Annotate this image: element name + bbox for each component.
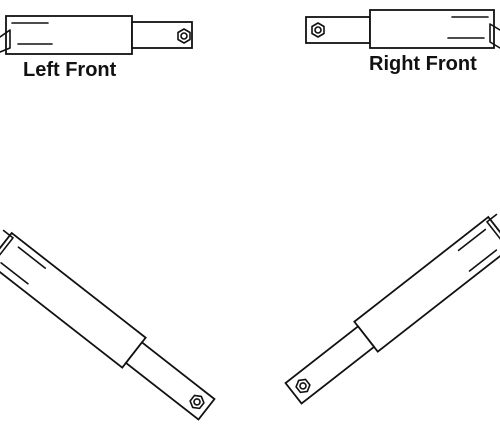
left-rear-leg <box>0 229 216 421</box>
left-rear-inner-tube <box>124 341 216 421</box>
left-front-outer-tube <box>5 15 133 55</box>
left-rear-bracket <box>0 229 14 264</box>
left-front-bracket <box>0 29 11 53</box>
left-front-leg <box>0 15 193 55</box>
right-rear-nut <box>295 378 311 394</box>
right-front-label: Right Front <box>369 53 477 75</box>
right-front-outer-tube <box>369 9 495 49</box>
right-front-nut <box>311 22 325 38</box>
right-rear-slot-top <box>468 249 498 272</box>
right-rear-slot-bottom <box>457 228 487 252</box>
right-rear-outer-tube <box>353 215 500 353</box>
left-rear-nut <box>189 394 205 410</box>
left-front-label: Left Front <box>23 59 117 81</box>
left-front-nut <box>177 28 191 44</box>
right-rear-bracket <box>486 213 500 248</box>
left-rear-outer-tube <box>0 231 147 369</box>
left-front-inner-tube <box>131 21 193 49</box>
right-rear-leg <box>284 213 500 405</box>
left-rear-slot-bottom <box>0 262 29 285</box>
left-rear-slot-top <box>17 246 47 269</box>
right-front-leg <box>305 9 500 49</box>
right-front-inner-tube <box>305 16 371 44</box>
right-rear-inner-tube <box>284 325 376 405</box>
right-front-bracket <box>489 23 500 49</box>
